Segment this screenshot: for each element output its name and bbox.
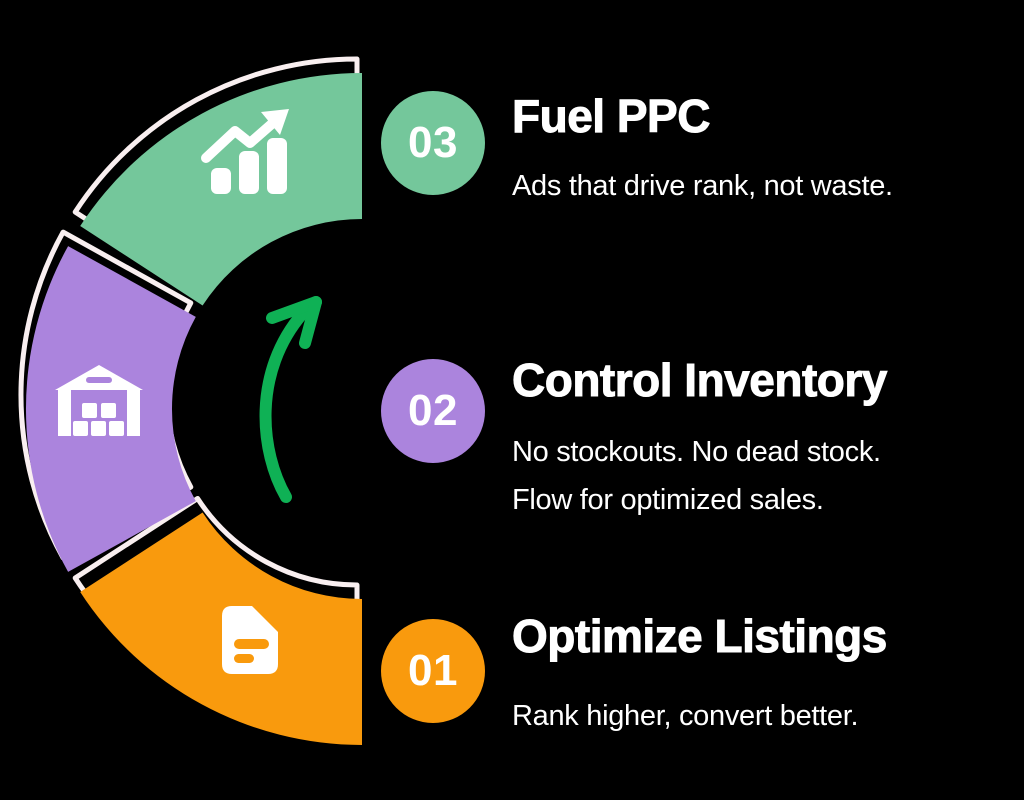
bar-small — [211, 168, 231, 194]
right-pillar — [127, 390, 140, 436]
arrowhead-left-wing — [266, 296, 322, 324]
step-number-badge-03: 03 — [381, 91, 485, 195]
growth-chart-icon — [201, 109, 289, 194]
arrowhead-right-wing — [299, 296, 322, 349]
left-pillar — [58, 390, 71, 436]
warehouse-icon — [55, 365, 143, 436]
description-line: Ads that drive rank, not waste. — [512, 170, 893, 202]
crate — [82, 403, 97, 418]
bar-medium — [239, 151, 259, 194]
step-number: 02 — [408, 386, 458, 435]
step-number-badge-01: 01 — [381, 619, 485, 723]
document-text-line-short — [234, 654, 254, 663]
description-line: Flow for optimized sales. — [512, 484, 824, 516]
crate — [101, 403, 116, 418]
step-number: 01 — [408, 646, 458, 695]
segment-optimize-listings — [80, 512, 362, 745]
step-number-badge-02: 02 — [381, 359, 485, 463]
description-line: Rank higher, convert better. — [512, 700, 859, 732]
crate — [109, 421, 124, 436]
bar-tall — [267, 138, 287, 194]
arrow-shaft — [259, 307, 309, 503]
description-line: No stockouts. No dead stock. — [512, 436, 881, 468]
step-description-control-inventory: No stockouts. No dead stock. Flow for op… — [512, 428, 881, 524]
step-number: 03 — [408, 118, 458, 167]
trend-line — [201, 117, 279, 163]
crate — [91, 421, 106, 436]
upward-curve-arrow-icon — [259, 296, 322, 503]
document-text-line-long — [234, 639, 269, 649]
crate — [73, 421, 88, 436]
step-title-optimize-listings: Optimize Listings — [512, 610, 888, 662]
step-description-optimize-listings: Rank higher, convert better. — [512, 692, 859, 740]
document-icon — [222, 606, 278, 674]
step-description-fuel-ppc: Ads that drive rank, not waste. — [512, 162, 893, 210]
roof-vent — [86, 377, 112, 383]
step-title-fuel-ppc: Fuel PPC — [512, 90, 711, 142]
step-title-control-inventory: Control Inventory — [512, 354, 888, 406]
trend-arrowhead — [261, 109, 289, 135]
